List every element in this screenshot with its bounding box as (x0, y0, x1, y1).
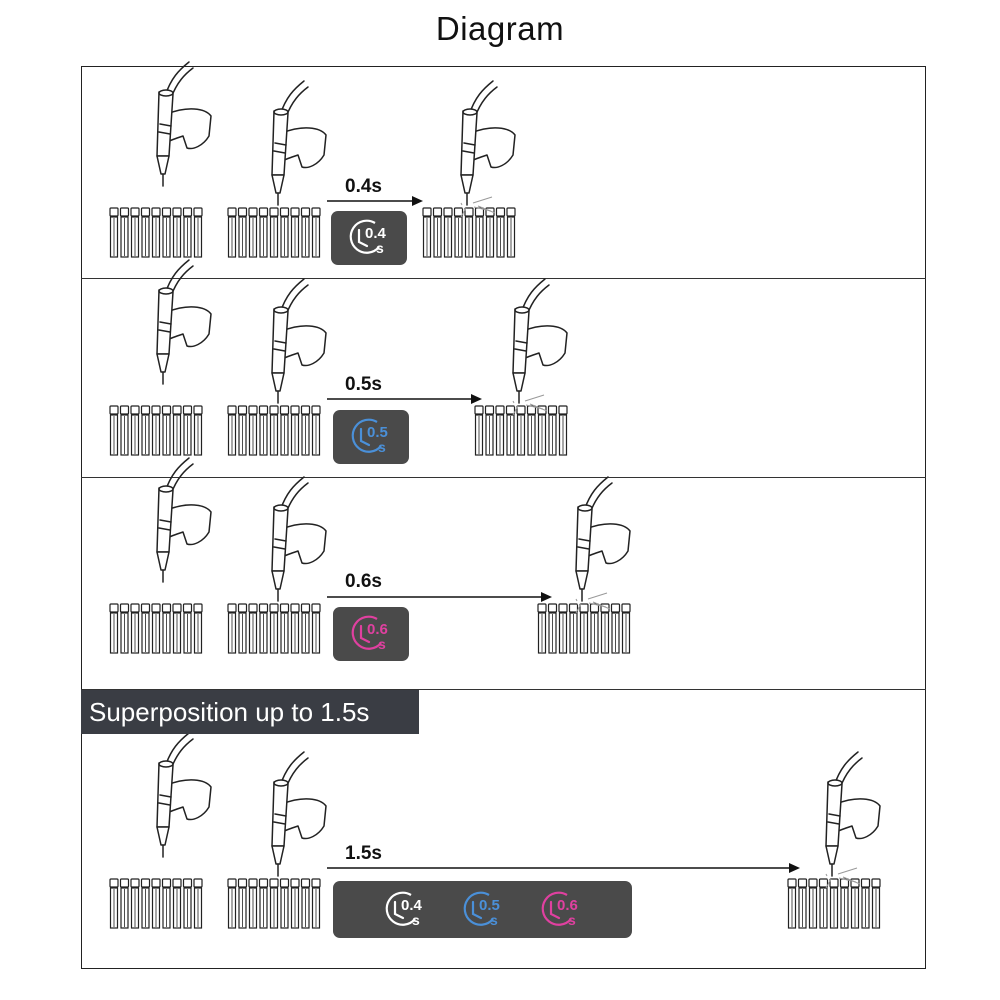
duration-label: 1.5s (345, 843, 382, 864)
timer-unit: s (490, 912, 498, 928)
soldering-gun-icon (825, 751, 881, 877)
soldering-gun-icon (156, 457, 212, 583)
row-divider (81, 477, 926, 478)
diagram-frame (81, 66, 926, 969)
timer-value: 0.4 (401, 897, 423, 914)
timer-clock-icon: 0.5s (351, 418, 388, 455)
spark-icon (460, 196, 496, 218)
duration-label: 0.5s (345, 374, 382, 395)
timeline-arrow (327, 863, 800, 873)
pin-header-icon (227, 878, 321, 929)
superposition-banner: Superposition up to 1.5s (81, 690, 419, 734)
timer-clock-icon: 0.5s (463, 891, 500, 928)
timer-clock-icon: 0.6s (541, 891, 578, 928)
pin-header-icon (787, 878, 881, 929)
pin-header-icon (537, 603, 631, 654)
pin-header-icon (109, 405, 203, 456)
pin-header-icon (109, 207, 203, 258)
pin-header-icon (227, 207, 321, 258)
timer-value: 0.6 (557, 897, 578, 914)
timer-unit: s (568, 912, 576, 928)
timer-unit: s (376, 240, 384, 256)
timer-clock-icon: 0.4s (385, 891, 423, 928)
soldering-gun-icon (156, 259, 212, 385)
soldering-gun-icon (271, 80, 327, 206)
timeline-arrow (327, 394, 482, 404)
timer-unit: s (412, 912, 420, 928)
timer-clock-icon: 0.4s (349, 219, 387, 256)
timer-value: 0.5 (479, 897, 500, 914)
pin-header-icon (227, 603, 321, 654)
soldering-gun-icon (460, 80, 516, 206)
soldering-gun-icon (156, 732, 212, 858)
timeline-arrow (327, 196, 423, 206)
pin-header-icon (422, 207, 516, 258)
timer-unit: s (378, 439, 386, 455)
soldering-gun-icon (512, 278, 568, 404)
row-divider (81, 278, 926, 279)
soldering-gun-icon (271, 476, 327, 602)
pin-header-icon (109, 603, 203, 654)
timer-value: 0.5 (367, 424, 388, 441)
duration-label: 0.4s (345, 176, 382, 197)
spark-icon (825, 867, 861, 889)
diagram-title: Diagram (435, 10, 565, 47)
soldering-gun-icon (575, 476, 631, 602)
duration-label: 0.6s (345, 571, 382, 592)
pin-header-icon (474, 405, 568, 456)
row-divider (81, 689, 926, 690)
pin-header-icon (227, 405, 321, 456)
timer-value: 0.4 (365, 225, 387, 242)
soldering-gun-icon (271, 278, 327, 404)
timer-clock-icon: 0.6s (351, 615, 388, 652)
soldering-gun-icon (156, 61, 212, 187)
pin-header-icon (109, 878, 203, 929)
spark-icon (512, 394, 548, 416)
spark-icon (575, 592, 611, 614)
timer-unit: s (378, 636, 386, 652)
timeline-arrow (327, 592, 552, 602)
soldering-gun-icon (271, 751, 327, 877)
timer-value: 0.6 (367, 621, 388, 638)
